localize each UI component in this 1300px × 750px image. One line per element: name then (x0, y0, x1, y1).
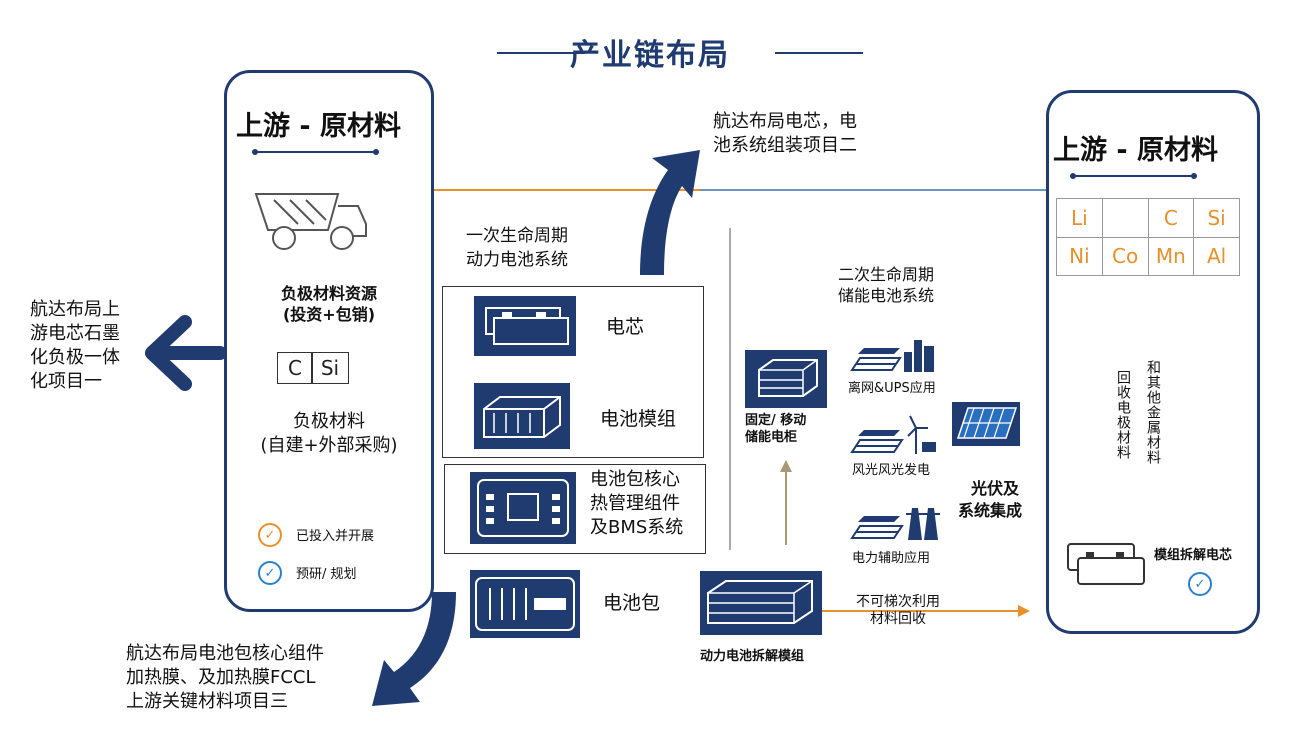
title-line-right (775, 52, 863, 54)
disassemble-check-icon: ✓ (1188, 572, 1212, 596)
other-metals-text: 和其他金属材料 (1145, 360, 1161, 465)
offgrid-icon (850, 340, 934, 372)
material-sub: (自建+外部采购) (260, 435, 398, 456)
bms-chip-icon (477, 479, 569, 537)
pack-icon-box (470, 570, 580, 638)
pv-icon-box (952, 402, 1020, 446)
left-divider-dot-r (373, 149, 379, 155)
element-grid: Li C Si Ni Co Mn Al (1056, 198, 1240, 276)
callout-project-two: 航达布局电芯，电 池系统组装项目二 (713, 110, 857, 158)
disassembly-module-icon-box (700, 571, 822, 635)
cells-icon (1067, 543, 1145, 585)
element-cell: Ni (1057, 237, 1103, 276)
core-parts-line: 电池包核心 (590, 469, 680, 490)
element-si-box: Si (311, 352, 349, 384)
element-cell: C (1148, 199, 1195, 238)
cell-label: 电芯 (606, 316, 645, 338)
right-title-divider (1073, 175, 1194, 177)
bms-icon-box (470, 472, 576, 544)
recycle-text: 回收电极材料 (1115, 370, 1131, 460)
element-cell (1102, 199, 1149, 238)
resource-label: 负极材料资源 (280, 284, 377, 303)
element-cell: Al (1194, 237, 1240, 276)
pv-label: 光伏及 系统集成 (958, 478, 1032, 522)
callout-one-line: 游电芯石墨 (30, 323, 120, 344)
second-life-heading: 二次生命周期 储能电池系统 (838, 264, 934, 306)
material-label: 负极材料 (293, 411, 365, 432)
disassemble-label: 模组拆解电芯 (1154, 548, 1233, 563)
element-cell: Li (1057, 199, 1103, 238)
offgrid-label: 离网&UPS应用 (848, 381, 936, 396)
callout-project-one: 航达布局上 游电芯石墨 化负极一体 化项目一 (30, 298, 120, 394)
core-parts-line: 及BMS系统 (590, 517, 684, 538)
legend-done-icon: ✓ (258, 523, 282, 547)
storage-cabinet-icon-box (745, 350, 827, 408)
element-cell: Co (1102, 237, 1149, 276)
core-parts-line: 热管理组件 (590, 493, 680, 514)
callout-project-three: 航达布局电池包核心组件 加热膜、及加热膜FCCL 上游关键材料项目三 (126, 642, 324, 714)
callout-one-line: 化负极一体 (30, 347, 120, 368)
storage-cabinet-line: 固定/ 移动 (745, 413, 807, 428)
left-panel (224, 70, 434, 612)
right-divider-dot-l (1070, 173, 1076, 179)
page-title: 产业链布局 (570, 38, 730, 73)
callout-three-line: 航达布局电池包核心组件 (126, 643, 324, 664)
curved-up-arrow (640, 150, 700, 275)
non-cascade-line: 材料回收 (870, 611, 926, 627)
callout-three-line: 加热膜、及加热膜FCCL (126, 667, 316, 688)
pv-line: 系统集成 (958, 501, 1023, 520)
first-life-heading: 一次生命周期 动力电池系统 (466, 224, 568, 272)
element-si: Si (320, 356, 340, 380)
big-left-arrow (145, 315, 227, 391)
right-panel-title: 上游 - 原材料 (1053, 135, 1219, 166)
second-life-heading-line: 二次生命周期 (838, 265, 935, 284)
storage-cabinet-icon (758, 359, 818, 397)
non-cascade-line: 不可梯次利用 (856, 594, 940, 610)
callout-two-line: 航达布局电芯，电 (713, 111, 857, 132)
legend-plan-text: 预研/ 规划 (296, 567, 357, 582)
title-line-left (497, 52, 585, 54)
resource-sub: (投资+包销) (282, 305, 376, 324)
right-divider-dot-r (1191, 173, 1197, 179)
element-c: C (288, 356, 302, 380)
left-divider-dot-l (252, 149, 258, 155)
battery-pack-icon (475, 577, 575, 631)
storage-cabinet-label: 固定/ 移动 储能电柜 (745, 412, 806, 446)
arrow-to-right-panel-head (1018, 605, 1030, 617)
battery-cell-icon (485, 307, 569, 345)
pv-line: 光伏及 (970, 479, 1019, 498)
left-title-divider (255, 151, 376, 153)
disassembly-module-label: 动力电池拆解模组 (700, 649, 805, 664)
battery-module-icon (483, 396, 561, 438)
pack-label: 电池包 (603, 592, 661, 614)
core-parts-label: 电池包核心 热管理组件 及BMS系统 (590, 468, 683, 540)
aux-power-icon (850, 508, 940, 540)
aux-label: 电力辅助应用 (852, 551, 931, 566)
cell-icon-box (474, 296, 576, 356)
callout-two-line: 池系统组装项目二 (713, 135, 857, 156)
mining-truck-icon (254, 193, 367, 250)
second-life-heading-line: 储能电池系统 (838, 286, 935, 305)
solar-panel-icon (956, 407, 1018, 439)
element-c-box: C (277, 352, 313, 384)
legend-plan-icon: ✓ (258, 561, 282, 585)
non-cascade-label: 不可梯次利用 材料回收 (856, 594, 940, 628)
disassembly-module-icon (707, 580, 813, 624)
storage-cabinet-line: 储能电柜 (745, 430, 798, 445)
windsolar-icon (850, 415, 936, 454)
arrow-up-storage-head (780, 460, 792, 472)
module-label: 电池模组 (600, 408, 677, 430)
module-icon-box (474, 383, 570, 449)
first-life-heading-line: 动力电池系统 (466, 250, 568, 270)
callout-three-line: 上游关键材料项目三 (126, 691, 288, 712)
windsolar-label: 风光风光发电 (852, 463, 931, 478)
legend-done-text: 已投入并开展 (296, 529, 375, 544)
left-panel-title: 上游 - 原材料 (236, 111, 402, 142)
element-cell: Mn (1148, 237, 1195, 276)
callout-one-line: 航达布局上 (30, 299, 120, 320)
callout-one-line: 化项目一 (30, 371, 102, 392)
element-cell: Si (1194, 199, 1240, 238)
first-life-heading-line: 一次生命周期 (466, 226, 568, 246)
curved-down-arrow (372, 592, 456, 706)
